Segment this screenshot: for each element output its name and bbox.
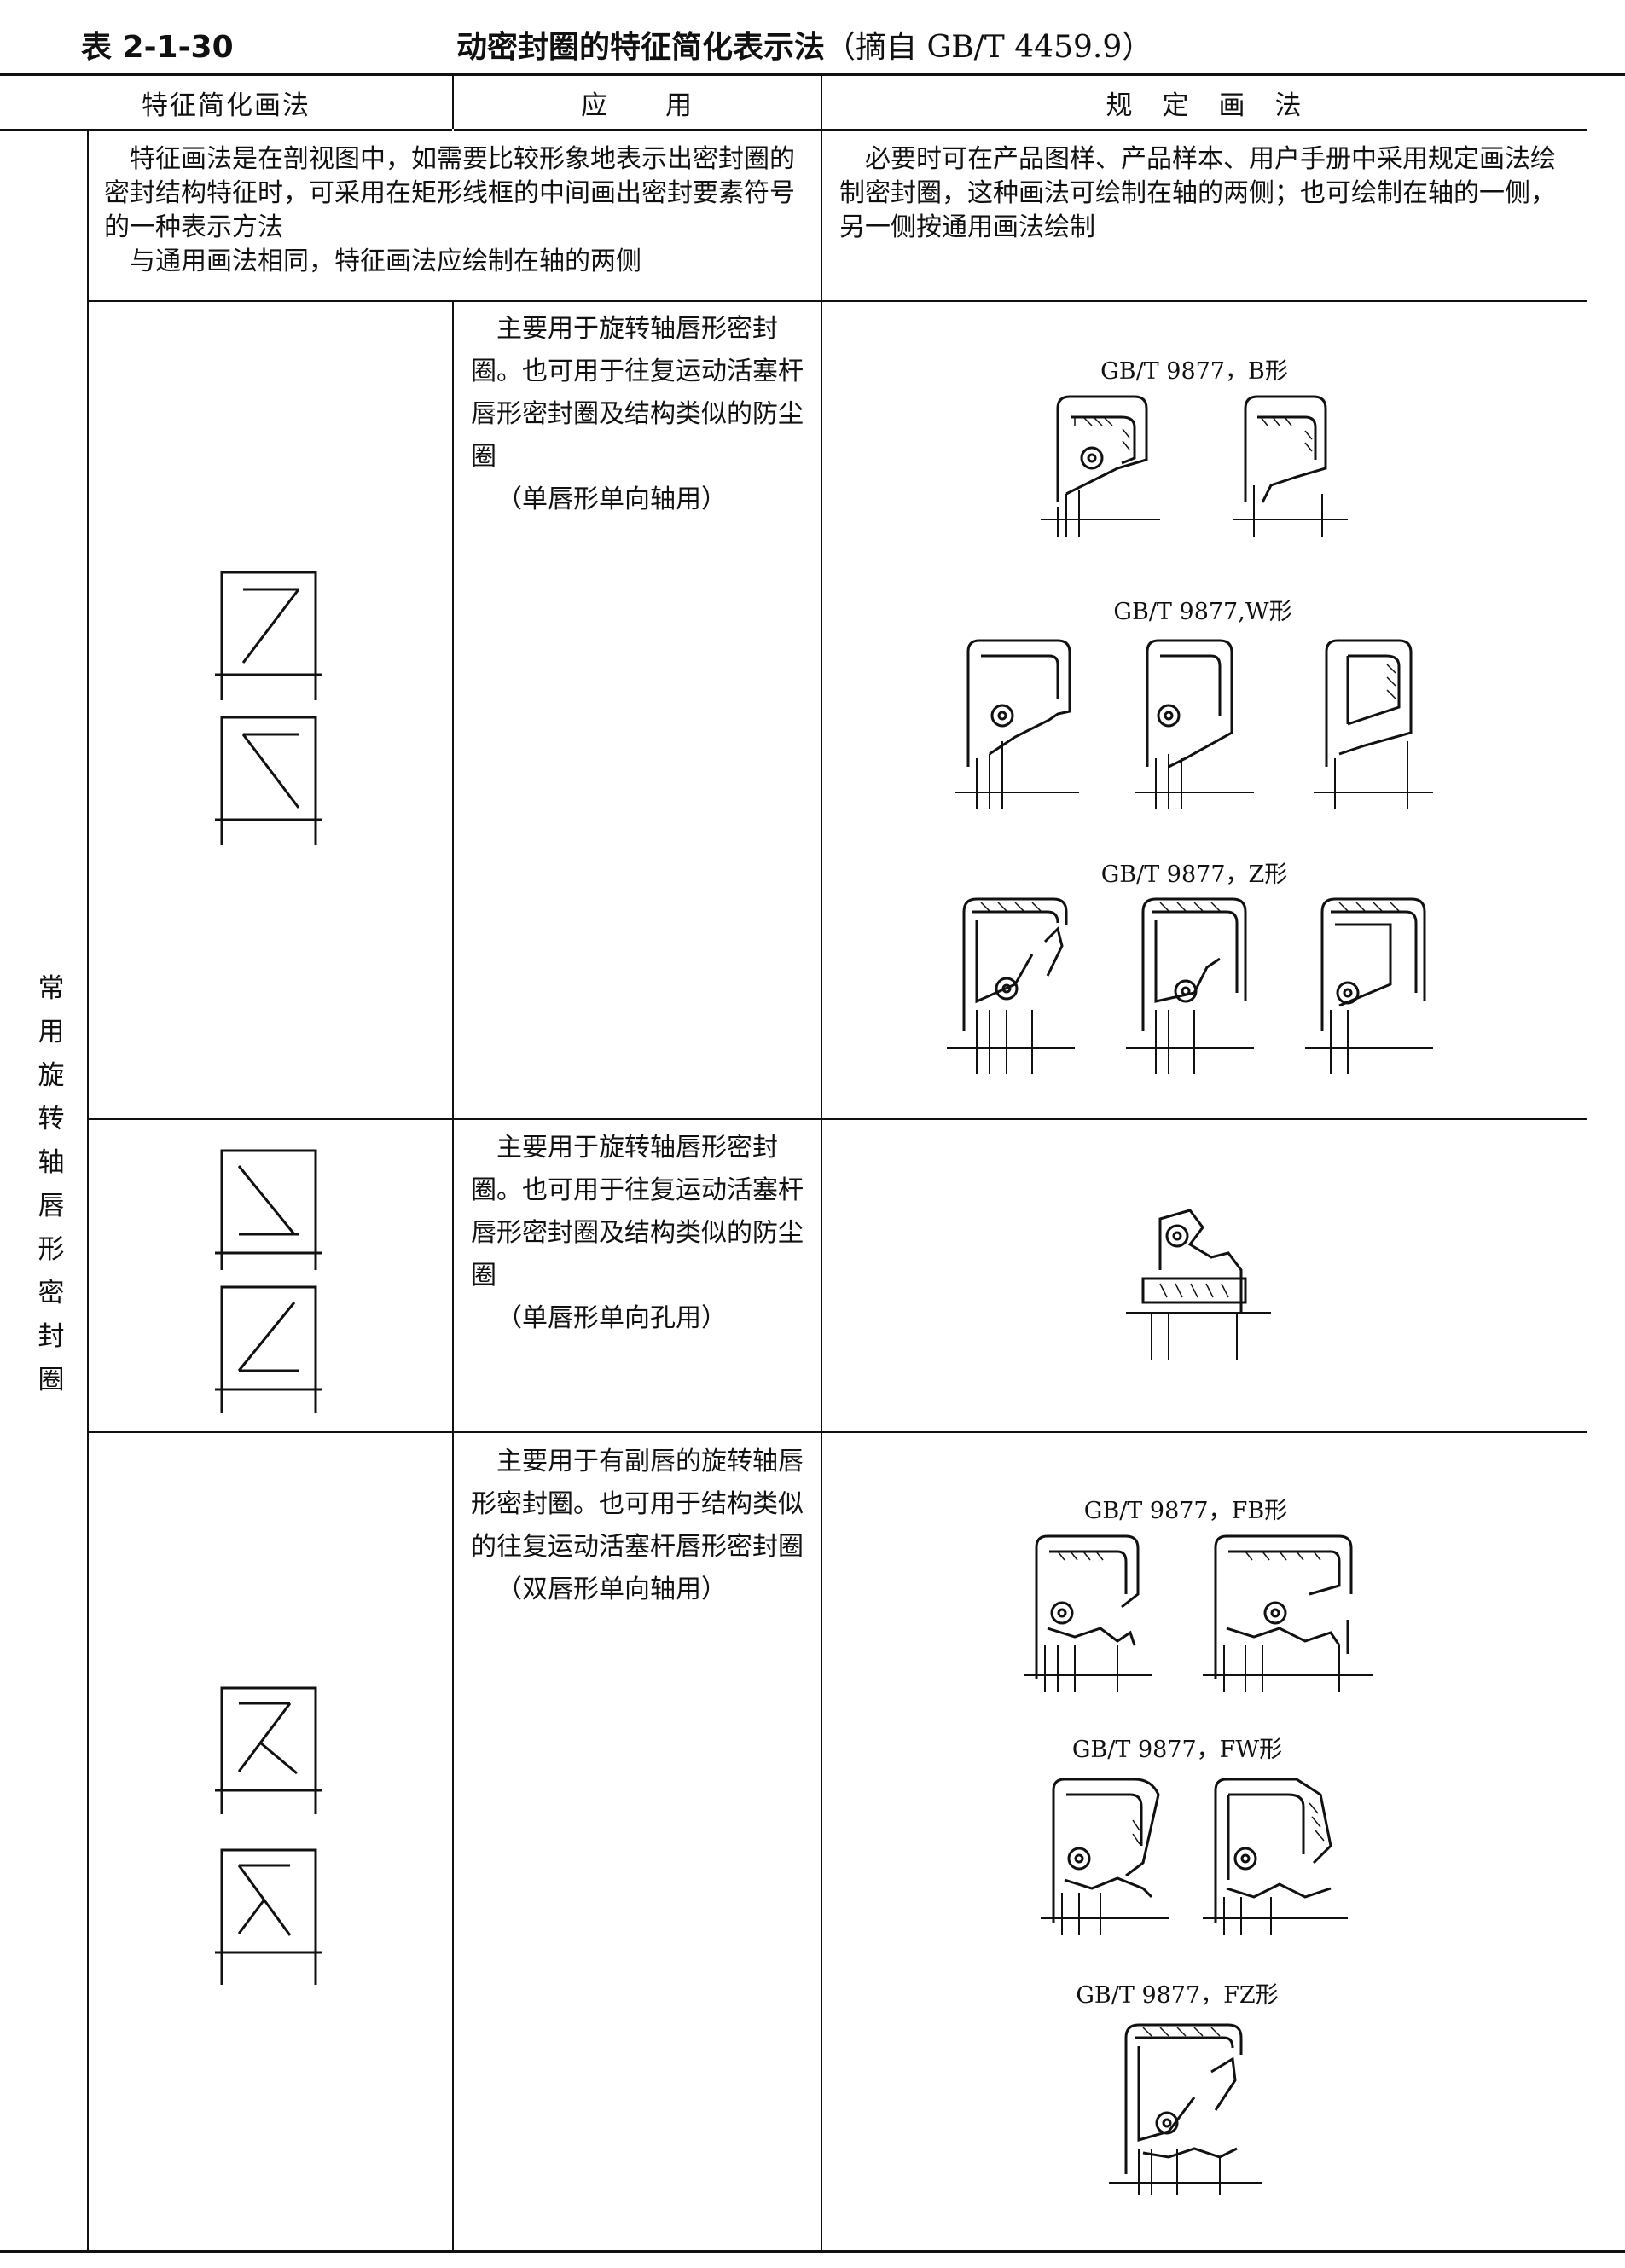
row3-application: 主要用于有副唇的旋转轴唇形密封圈。也可用于结构类似的往复运动活塞杆唇形密封圈 （… xyxy=(471,1441,805,1611)
header-col2: 应 用 xyxy=(454,76,821,131)
drawing-bore-type xyxy=(1126,1209,1271,1360)
figure-label-w: GB/T 9877,W形 xyxy=(1113,599,1292,625)
table-title-source: （摘自 GB/T 4459.9） xyxy=(825,30,1153,65)
side-char: 转 xyxy=(38,1104,65,1134)
figure-label-fw: GB/T 9877，FW形 xyxy=(1071,1737,1283,1763)
symbol-double-lip-shaft-lower xyxy=(215,1848,322,1985)
row3-note: （双唇形单向轴用） xyxy=(496,1575,727,1604)
row2-application-text: 主要用于旋转轴唇形密封圈。也可用于往复运动活塞杆唇形密封圈及结构类似的防尘圈 xyxy=(471,1133,804,1291)
side-char: 轴 xyxy=(38,1147,65,1178)
drawing-b-type xyxy=(1041,395,1348,537)
divider xyxy=(87,131,89,2250)
drawing-fz-type xyxy=(1109,2023,1262,2195)
row-divider xyxy=(87,300,1587,302)
table-caption: 表 2-1-30 动密封圈的特征简化表示法（摘自 GB/T 4459.9） xyxy=(81,15,1591,67)
seal-table: 特征简化画法 应 用 规 定 画 法 常 用 旋 转 轴 唇 形 密 封 圈 特… xyxy=(0,76,1587,2250)
intro-left-p1: 特征画法是在剖视图中，如需要比较形象地表示出密封圈的密封结构特征时，可采用在矩形… xyxy=(104,144,795,242)
side-char: 圈 xyxy=(38,1365,65,1395)
row1-note: （单唇形单向轴用） xyxy=(496,484,727,514)
drawing-fb-type xyxy=(1024,1534,1373,1692)
intro-left: 特征画法是在剖视图中，如需要比较形象地表示出密封圈的密封结构特征时，可采用在矩形… xyxy=(104,142,805,279)
table-number: 表 2-1-30 xyxy=(81,30,234,65)
row2-application: 主要用于旋转轴唇形密封圈。也可用于往复运动活塞杆唇形密封圈及结构类似的防尘圈 （… xyxy=(471,1127,805,1340)
row-divider xyxy=(87,1118,1587,1120)
row-divider xyxy=(87,1431,1587,1433)
symbol-single-lip-shaft-upper xyxy=(215,571,322,700)
row1-application-text: 主要用于旋转轴唇形密封圈。也可用于往复运动活塞杆唇形密封圈及结构类似的防尘圈 xyxy=(471,314,804,472)
drawing-z-type xyxy=(947,897,1433,1074)
side-label: 常 用 旋 转 轴 唇 形 密 封 圈 xyxy=(26,967,77,1402)
row3-application-text: 主要用于有副唇的旋转轴唇形密封圈。也可用于结构类似的往复运动活塞杆唇形密封圈 xyxy=(471,1447,804,1562)
side-char: 用 xyxy=(38,1017,65,1047)
figure-label-b: GB/T 9877，B形 xyxy=(1100,358,1288,385)
top-rule xyxy=(0,73,1625,76)
divider xyxy=(452,76,454,129)
bottom-rule xyxy=(0,2250,1625,2253)
header-col1: 特征简化画法 xyxy=(0,76,452,131)
drawing-fw-type xyxy=(1041,1778,1348,1935)
side-char: 旋 xyxy=(38,1060,65,1091)
symbol-single-lip-shaft-lower xyxy=(215,716,322,845)
intro-right: 必要时可在产品图样、产品样本、用户手册中采用规定画法绘制密封圈，这种画法可绘制在… xyxy=(839,142,1570,245)
intro-left-p2: 与通用画法相同，特征画法应绘制在轴的两侧 xyxy=(130,247,641,276)
intro-right-p1: 必要时可在产品图样、产品样本、用户手册中采用规定画法绘制密封圈，这种画法可绘制在… xyxy=(839,144,1556,242)
drawing-w-type xyxy=(955,639,1433,809)
divider xyxy=(821,76,822,2250)
table-title-main: 动密封圈的特征简化表示法 xyxy=(456,30,826,65)
figure-label-fb: GB/T 9877，FB形 xyxy=(1083,1498,1288,1524)
symbol-double-lip-shaft-upper xyxy=(215,1686,322,1814)
side-char: 唇 xyxy=(38,1191,65,1221)
symbol-single-lip-bore-upper xyxy=(215,1149,322,1270)
table-title: 动密封圈的特征简化表示法（摘自 GB/T 4459.9） xyxy=(456,22,1152,67)
row2-note: （单唇形单向孔用） xyxy=(496,1303,727,1333)
figure-label-fz: GB/T 9877，FZ形 xyxy=(1076,1982,1279,2009)
symbol-single-lip-bore-lower xyxy=(215,1285,322,1413)
header-col3: 规 定 画 法 xyxy=(822,76,1587,131)
side-char: 封 xyxy=(38,1321,65,1352)
divider xyxy=(452,300,454,2250)
row1-application: 主要用于旋转轴唇形密封圈。也可用于往复运动活塞杆唇形密封圈及结构类似的防尘圈 （… xyxy=(471,308,805,521)
side-char: 常 xyxy=(38,973,65,1004)
figure-label-z: GB/T 9877，Z形 xyxy=(1100,861,1288,888)
side-char: 密 xyxy=(38,1278,65,1308)
side-char: 形 xyxy=(38,1234,65,1265)
